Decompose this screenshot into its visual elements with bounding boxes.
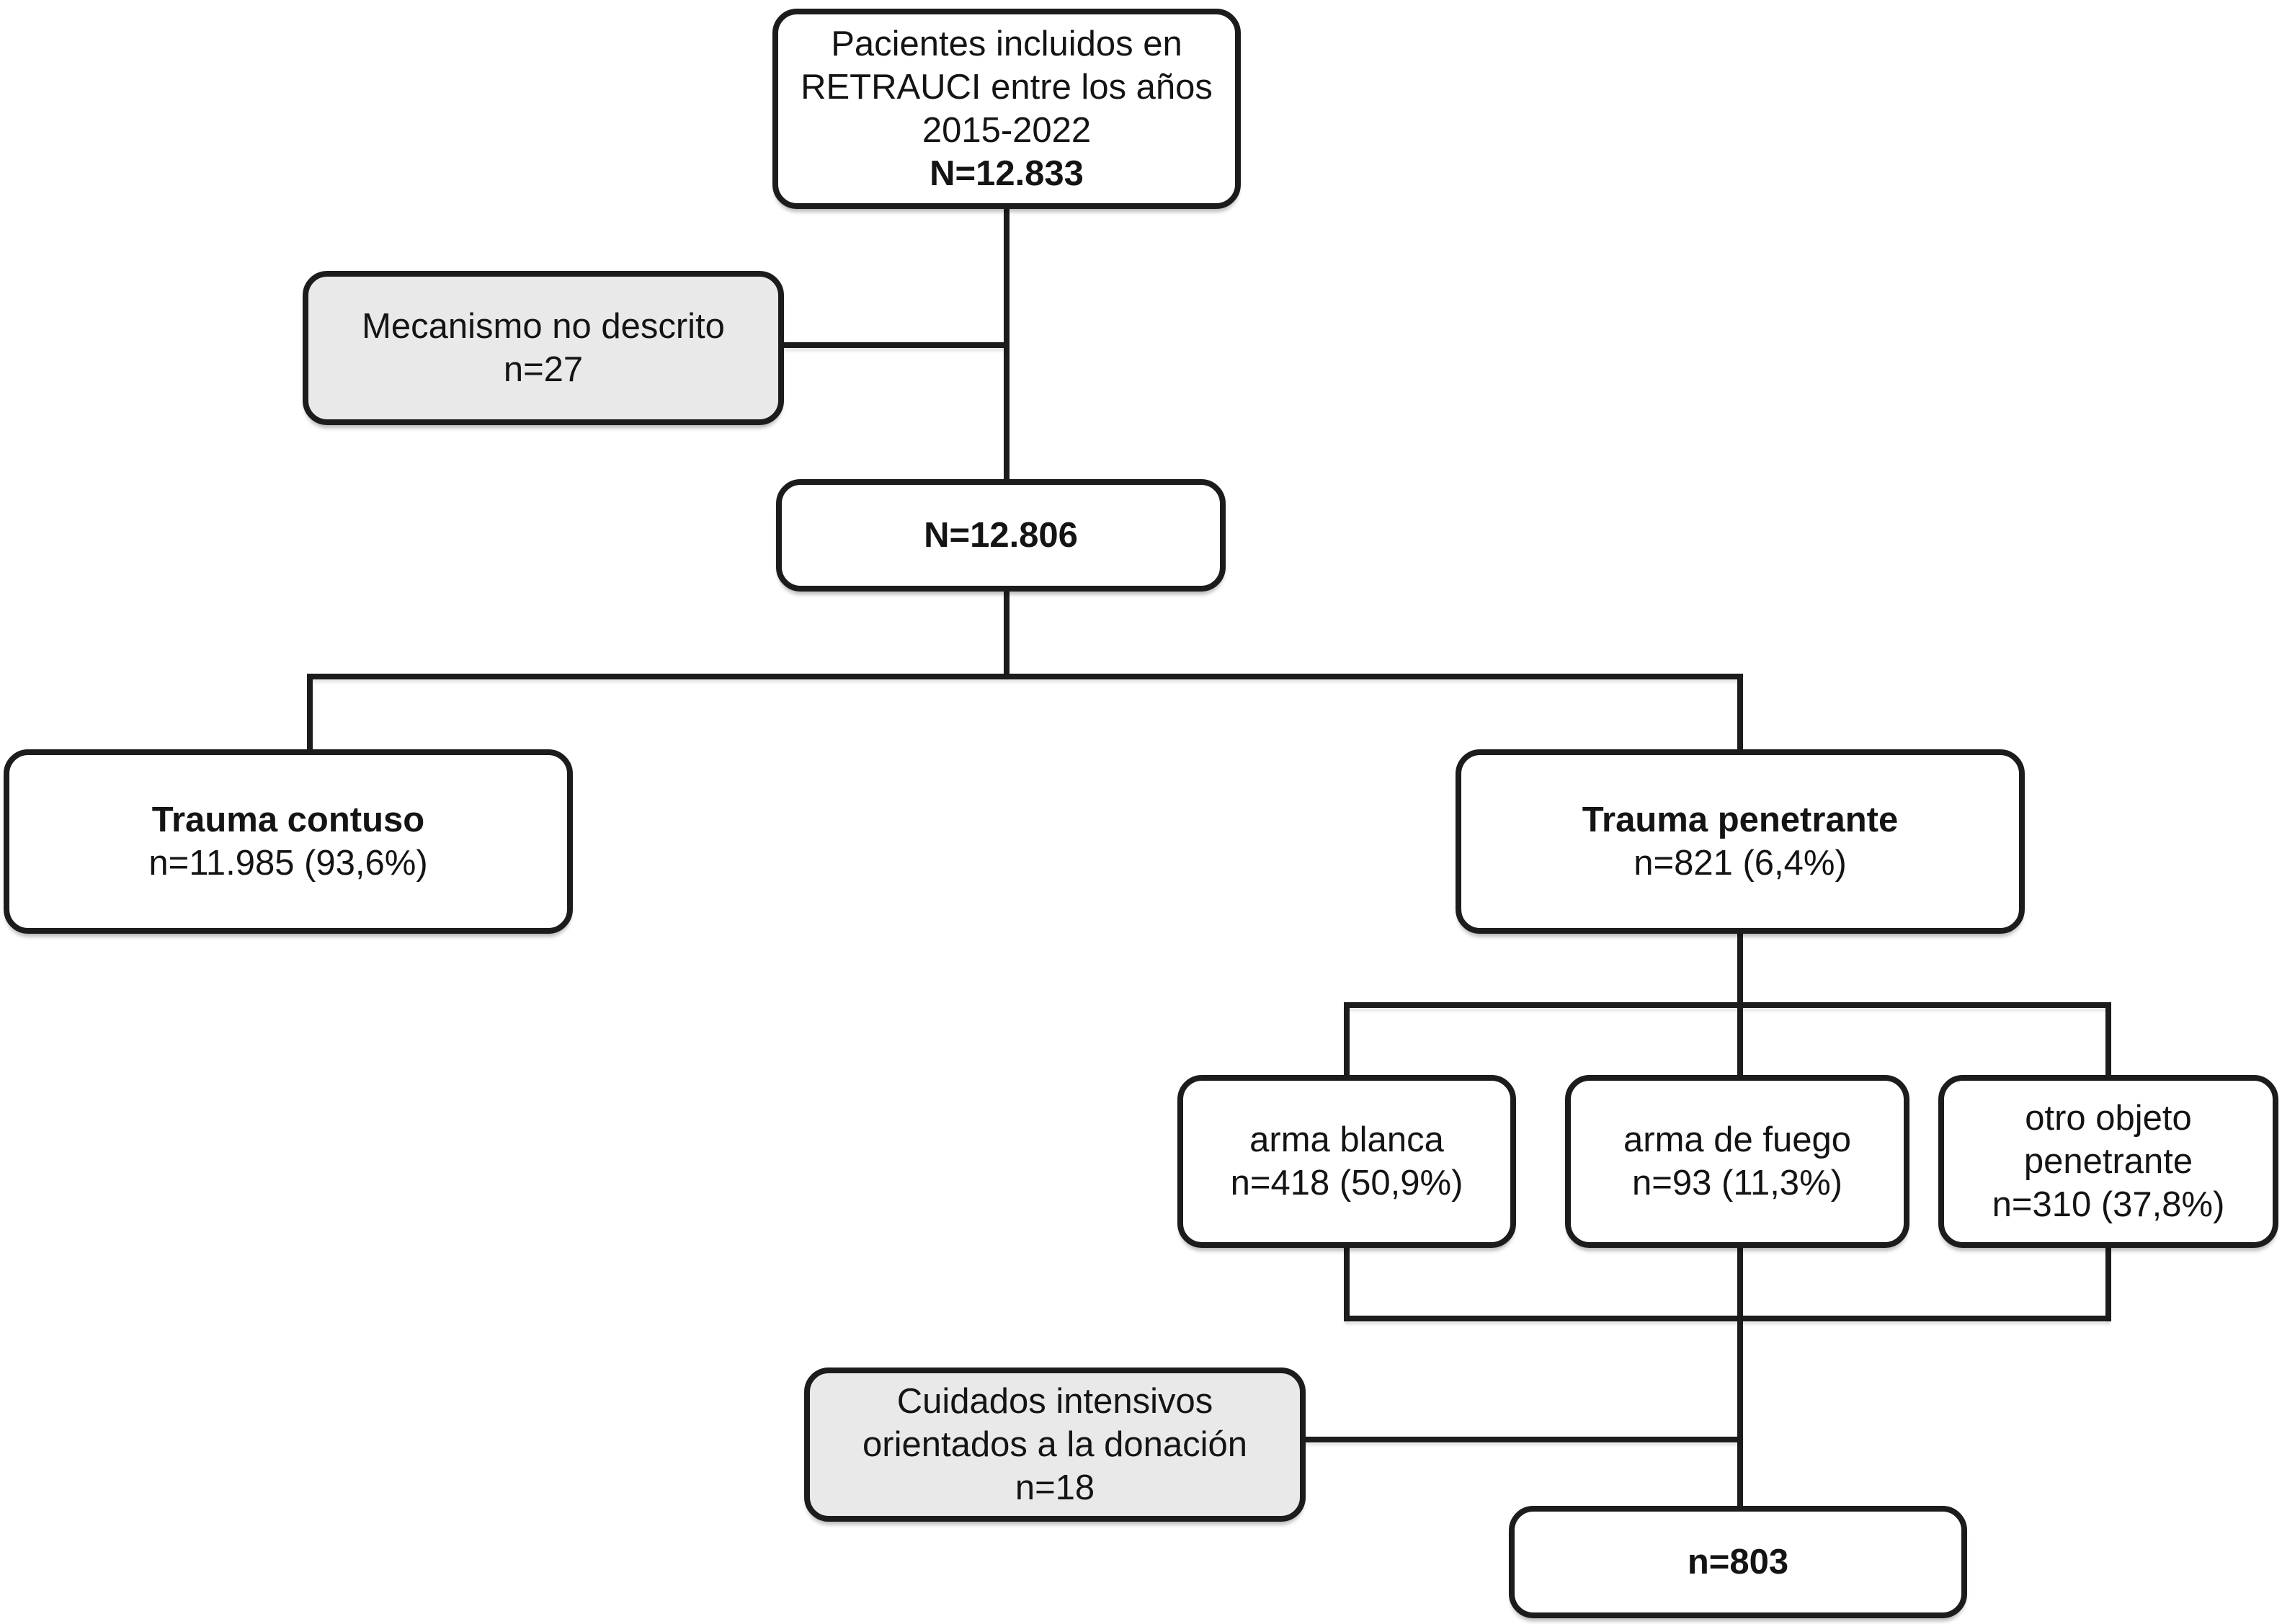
box-otro-objeto-count: n=310 (37,8%): [1992, 1185, 2225, 1224]
box-pacientes-count: N=12.833: [930, 154, 1084, 193]
connector-branch1-left-drop: [307, 674, 313, 754]
box-pacientes-line-1: Pacientes incluidos en: [831, 24, 1182, 63]
connector-merge-left-up: [1344, 1245, 1350, 1321]
box-otro-objeto-line-1: otro objeto: [2025, 1099, 2192, 1138]
box-mecanismo-label: Mecanismo no descrito: [362, 307, 725, 346]
box-arma-de-fuego: arma de fuego n=93 (11,3%): [1565, 1075, 1909, 1248]
connector-n12806-down: [1004, 589, 1009, 677]
box-arma-fuego-count: n=93 (11,3%): [1632, 1164, 1842, 1203]
connector-branch2-mid-drop: [1737, 1002, 1743, 1078]
connector-branch2-right-drop: [2105, 1002, 2111, 1078]
connector-penetrante-down: [1737, 932, 1743, 1008]
box-cuidados-line-2: orientados a la donación: [863, 1425, 1247, 1464]
box-contuso-title: Trauma contuso: [151, 800, 425, 839]
connector-branch2-horizontal: [1344, 1002, 2111, 1008]
box-pacientes-line-2: RETRAUCI entre los años: [801, 68, 1213, 107]
connector-central-to-n803: [1737, 1245, 1743, 1509]
box-contuso-count: n=11.985 (93,6%): [148, 844, 428, 883]
box-pacientes-retrauci: Pacientes incluidos en RETRAUCI entre lo…: [772, 9, 1241, 209]
box-arma-fuego-label: arma de fuego: [1623, 1120, 1851, 1159]
box-mecanismo-no-descrito: Mecanismo no descrito n=27: [303, 271, 784, 425]
box-pacientes-line-3: 2015-2022: [922, 111, 1092, 150]
box-cuidados-intensivos: Cuidados intensivos orientados a la dona…: [804, 1368, 1306, 1522]
box-otro-objeto-line-2: penetrante: [2023, 1142, 2193, 1181]
connector-cuidados-branch: [1301, 1437, 1743, 1442]
box-arma-blanca-label: arma blanca: [1249, 1120, 1444, 1159]
connector-branch2-left-drop: [1344, 1002, 1350, 1078]
box-mecanismo-count: n=27: [503, 350, 584, 389]
box-n803: n=803: [1509, 1506, 1967, 1618]
box-n12806: N=12.806: [776, 479, 1226, 592]
box-trauma-contuso: Trauma contuso n=11.985 (93,6%): [4, 749, 573, 934]
connector-merge-horizontal: [1344, 1316, 2111, 1321]
box-arma-blanca: arma blanca n=418 (50,9%): [1177, 1075, 1516, 1248]
box-penetrante-count: n=821 (6,4%): [1633, 844, 1847, 883]
connector-mecanismo-branch: [781, 342, 1008, 348]
box-n803-count: n=803: [1687, 1543, 1789, 1581]
box-arma-blanca-count: n=418 (50,9%): [1230, 1164, 1463, 1203]
connector-branch1-right-drop: [1737, 674, 1743, 754]
box-cuidados-line-1: Cuidados intensivos: [896, 1382, 1213, 1421]
box-otro-objeto-penetrante: otro objeto penetrante n=310 (37,8%): [1938, 1075, 2278, 1248]
box-penetrante-title: Trauma penetrante: [1582, 800, 1899, 839]
box-n12806-count: N=12.806: [924, 516, 1078, 555]
box-trauma-penetrante: Trauma penetrante n=821 (6,4%): [1456, 749, 2025, 934]
connector-branch1-horizontal: [307, 674, 1743, 679]
connector-merge-right-up: [2105, 1245, 2111, 1321]
box-cuidados-count: n=18: [1015, 1468, 1095, 1507]
